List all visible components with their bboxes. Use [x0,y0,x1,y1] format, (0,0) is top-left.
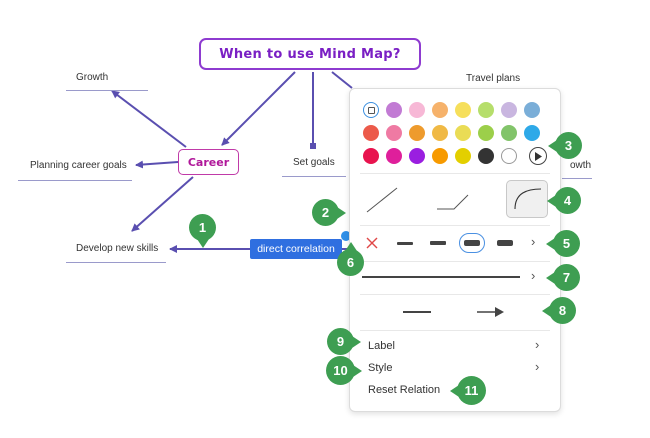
color-swatch[interactable] [409,148,425,164]
color-swatch[interactable] [363,125,379,141]
color-swatch[interactable] [455,125,471,141]
color-swatch[interactable] [524,102,540,118]
color-swatch[interactable] [386,102,402,118]
topic-develop-new-skills[interactable]: Develop new skills [76,243,159,254]
color-swatch[interactable] [501,148,517,164]
no-line-icon[interactable] [365,236,379,250]
arrow-end-icon[interactable] [475,305,507,319]
chevron-right-icon[interactable]: › [535,359,540,374]
divider [360,294,550,295]
line-start-style[interactable] [403,311,431,313]
line-weight-1[interactable] [397,242,413,245]
divider [360,330,550,331]
color-swatch[interactable] [455,102,471,118]
line-weight-3-selected[interactable] [459,233,485,253]
career-topic[interactable]: Career [178,149,239,175]
relation-control-handle[interactable] [341,231,351,241]
topic-growth[interactable]: Growth [76,72,109,83]
step-badge-9: 9 [327,328,361,355]
divider [360,225,550,226]
step-badge-2: 2 [312,199,346,226]
color-swatch[interactable] [409,125,425,141]
step-badge-1: 1 [189,214,216,248]
relation-label-tag[interactable]: direct correlation [250,239,342,259]
step-badge-7: 7 [546,264,580,291]
color-swatch[interactable] [501,102,517,118]
color-swatch[interactable] [432,148,448,164]
menu-item-style[interactable]: Style [368,362,393,374]
curved-line-icon [514,188,542,210]
color-swatch[interactable] [455,148,471,164]
color-swatch[interactable] [432,102,448,118]
more-colors-button[interactable] [529,147,547,165]
color-swatch[interactable] [478,125,494,141]
line-style-preview[interactable] [362,276,520,278]
color-swatch[interactable] [409,102,425,118]
color-swatch[interactable] [386,148,402,164]
topic-planning-career-goals[interactable]: Planning career goals [30,160,127,171]
step-badge-11: 11 [450,376,486,405]
divider [360,261,550,262]
chevron-right-icon[interactable]: › [531,234,536,249]
menu-item-reset-relation[interactable]: Reset Relation [368,384,441,396]
step-badge-10: 10 [326,356,362,385]
chevron-right-icon[interactable]: › [535,337,540,352]
topic-underline [562,178,592,179]
topic-travel-plans[interactable]: Travel plans [466,73,521,84]
play-icon [535,151,542,161]
color-swatch[interactable] [363,148,379,164]
topic-underline [18,180,132,181]
topic-underline [282,176,346,177]
curved-line-option[interactable] [506,180,548,218]
step-badge-8: 8 [542,297,576,324]
elbow-line-icon[interactable] [434,185,474,215]
color-swatch[interactable] [501,125,517,141]
step-badge-4: 4 [547,187,581,214]
chevron-right-icon[interactable]: › [531,268,536,283]
step-badge-6: 6 [337,242,364,276]
line-weight-4[interactable] [497,240,513,246]
topic-growth-partial[interactable]: owth [570,160,592,171]
step-badge-5: 5 [546,230,580,257]
relation-style-panel: › › Label › Style › Reset Relation [349,88,561,412]
step-badge-3: 3 [548,132,582,159]
color-swatch[interactable] [478,102,494,118]
color-swatch[interactable] [386,125,402,141]
topic-underline [66,90,148,91]
color-swatch[interactable] [363,102,379,118]
color-swatch[interactable] [478,148,494,164]
line-weight-2[interactable] [430,241,446,245]
divider [360,173,550,174]
topic-underline [66,262,166,263]
central-topic[interactable]: When to use Mind Map? [199,38,421,70]
topic-set-goals[interactable]: Set goals [293,157,335,168]
color-swatch[interactable] [432,125,448,141]
straight-line-icon[interactable] [364,185,400,215]
menu-item-label[interactable]: Label [368,340,395,352]
color-swatch[interactable] [524,125,540,141]
